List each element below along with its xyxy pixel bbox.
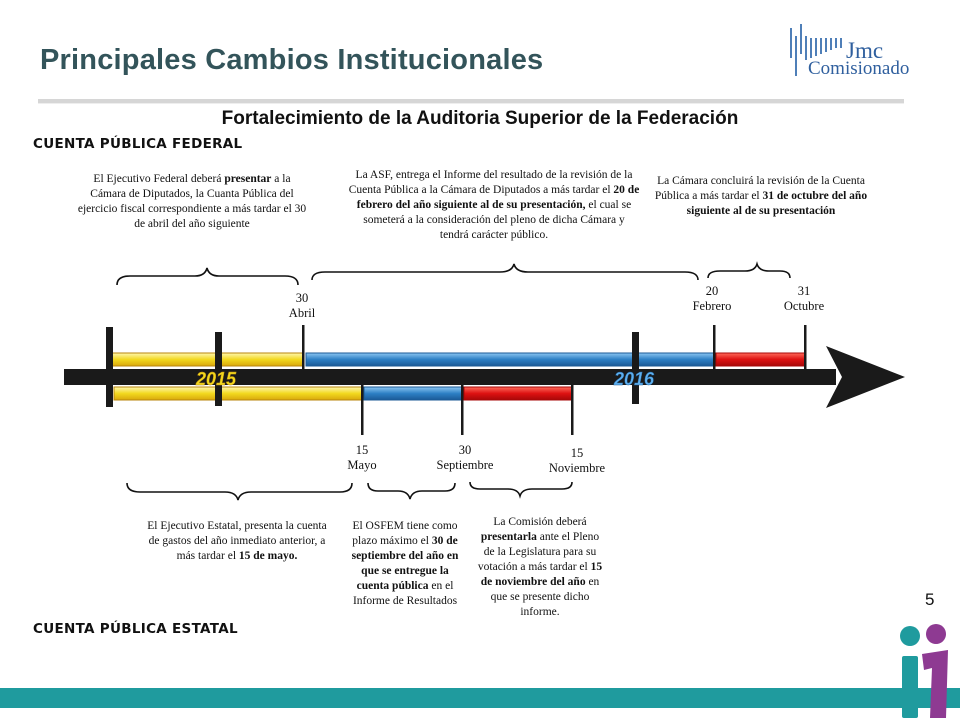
note-estatal-comision: La Comisión deberá presentarla ante el P… bbox=[477, 516, 603, 618]
brace-estatal-comision bbox=[469, 481, 573, 499]
year-label-start: 2015 bbox=[195, 369, 237, 389]
tick-15-mayo bbox=[361, 385, 364, 435]
note-estatal-ejecutivo: El Ejecutivo Estatal, presenta la cuenta… bbox=[147, 520, 327, 562]
note-federal-asf: La ASF, entrega el Informe del resultado… bbox=[348, 169, 640, 241]
page-number: 5 bbox=[925, 590, 935, 609]
post-2015-start bbox=[106, 327, 113, 407]
brace-federal-asf bbox=[311, 263, 699, 281]
marker-30-abril: 30 Abril bbox=[288, 291, 316, 320]
section-estatal-label: CUENTA PÚBLICA ESTATAL bbox=[33, 621, 238, 637]
brace-estatal-ejecutivo bbox=[126, 482, 353, 501]
tick-30-septiembre bbox=[461, 385, 464, 435]
tick-31-octubre bbox=[804, 325, 807, 369]
title-divider bbox=[38, 99, 904, 104]
marker-15-noviembre: 15 Noviembre bbox=[548, 446, 606, 475]
bar-federal-yellow bbox=[111, 352, 305, 367]
bar-estatal-red bbox=[463, 386, 573, 401]
tick-15-noviembre bbox=[571, 385, 574, 435]
logo-name: Jmc bbox=[846, 38, 884, 63]
brace-estatal-osfem bbox=[367, 482, 456, 500]
section-federal-label: CUENTA PÚBLICA FEDERAL bbox=[33, 136, 243, 152]
jmc-logo-icon bbox=[790, 24, 842, 76]
logo-subtitle: Comisionado bbox=[808, 58, 910, 79]
note-federal-camara: La Cámara concluirá la revisión de la Cu… bbox=[654, 175, 868, 217]
post-2016 bbox=[632, 332, 639, 404]
tick-20-febrero bbox=[713, 325, 716, 369]
timeline-arrowhead bbox=[826, 346, 905, 408]
brace-federal-camara bbox=[707, 261, 791, 279]
brand-mark-icon bbox=[900, 624, 948, 718]
page-title: Principales Cambios Institucionales bbox=[40, 44, 544, 76]
bar-estatal-blue bbox=[363, 386, 463, 401]
note-estatal-osfem: El OSFEM tiene como plazo máximo el 30 d… bbox=[351, 520, 459, 607]
brace-federal-ejecutivo bbox=[116, 267, 299, 286]
tick-30-abril bbox=[302, 325, 305, 369]
marker-15-mayo: 15 Mayo bbox=[347, 443, 377, 472]
bar-federal-blue bbox=[305, 352, 715, 367]
bar-federal-red bbox=[715, 352, 807, 367]
bar-estatal-yellow bbox=[113, 386, 363, 401]
marker-30-septiembre: 30 Septiembre bbox=[436, 443, 494, 472]
marker-31-octubre: 31 Octubre bbox=[783, 284, 825, 313]
timeline-axis bbox=[64, 369, 836, 385]
footer-bar bbox=[0, 688, 960, 708]
slide-subtitle: Fortalecimiento de la Auditoria Superior… bbox=[221, 108, 739, 129]
post-2015-mid bbox=[215, 332, 222, 406]
note-federal-ejecutivo: El Ejecutivo Federal deberá presentar a … bbox=[77, 173, 307, 230]
marker-20-febrero: 20 Febrero bbox=[692, 284, 732, 313]
year-label-end: 2016 bbox=[613, 369, 655, 389]
